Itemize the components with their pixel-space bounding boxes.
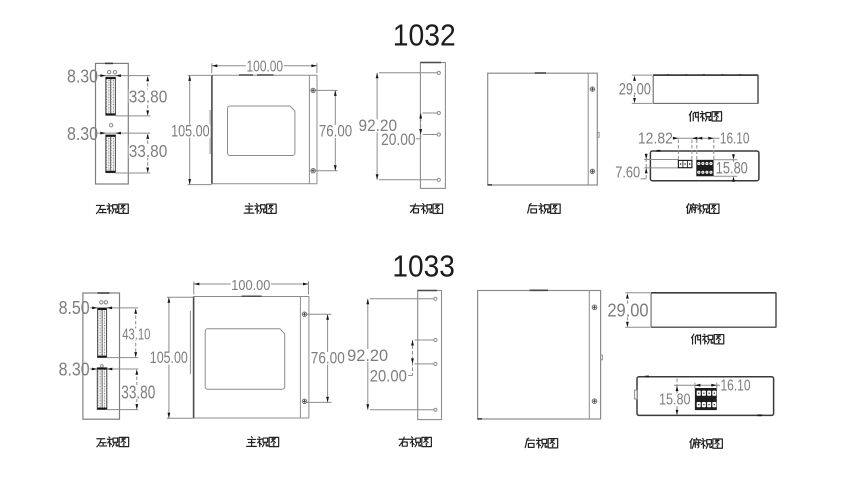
svg-text:15.80: 15.80: [716, 159, 748, 177]
svg-text:76.00: 76.00: [311, 349, 345, 367]
svg-text:100.00: 100.00: [231, 277, 270, 294]
svg-text:33.80: 33.80: [121, 383, 155, 403]
svg-text:92.20: 92.20: [359, 116, 398, 135]
svg-text:105.00: 105.00: [150, 349, 188, 367]
svg-text:92.20: 92.20: [347, 346, 388, 365]
svg-text:8.30: 8.30: [67, 123, 98, 144]
svg-text:12.82: 12.82: [638, 131, 673, 148]
svg-text:1033: 1033: [392, 250, 455, 284]
svg-text:16.10: 16.10: [721, 378, 751, 395]
svg-text:33.80: 33.80: [129, 141, 168, 161]
svg-text:20.00: 20.00: [381, 130, 416, 149]
svg-text:8.30: 8.30: [59, 359, 90, 379]
svg-text:8.50: 8.50: [59, 298, 90, 318]
svg-text:7.60: 7.60: [615, 165, 640, 182]
svg-text:29.00: 29.00: [619, 80, 651, 98]
svg-text:1032: 1032: [393, 19, 456, 53]
svg-text:29.00: 29.00: [607, 300, 648, 320]
svg-text:100.00: 100.00: [247, 59, 284, 76]
svg-text:8.30: 8.30: [67, 65, 98, 86]
svg-text:76.00: 76.00: [319, 122, 352, 141]
svg-text:20.00: 20.00: [370, 367, 407, 386]
svg-text:15.80: 15.80: [659, 391, 691, 408]
svg-text:33.80: 33.80: [129, 87, 168, 107]
svg-text:43.10: 43.10: [122, 326, 150, 343]
svg-text:16.10: 16.10: [720, 131, 750, 148]
svg-text:105.00: 105.00: [171, 122, 210, 140]
